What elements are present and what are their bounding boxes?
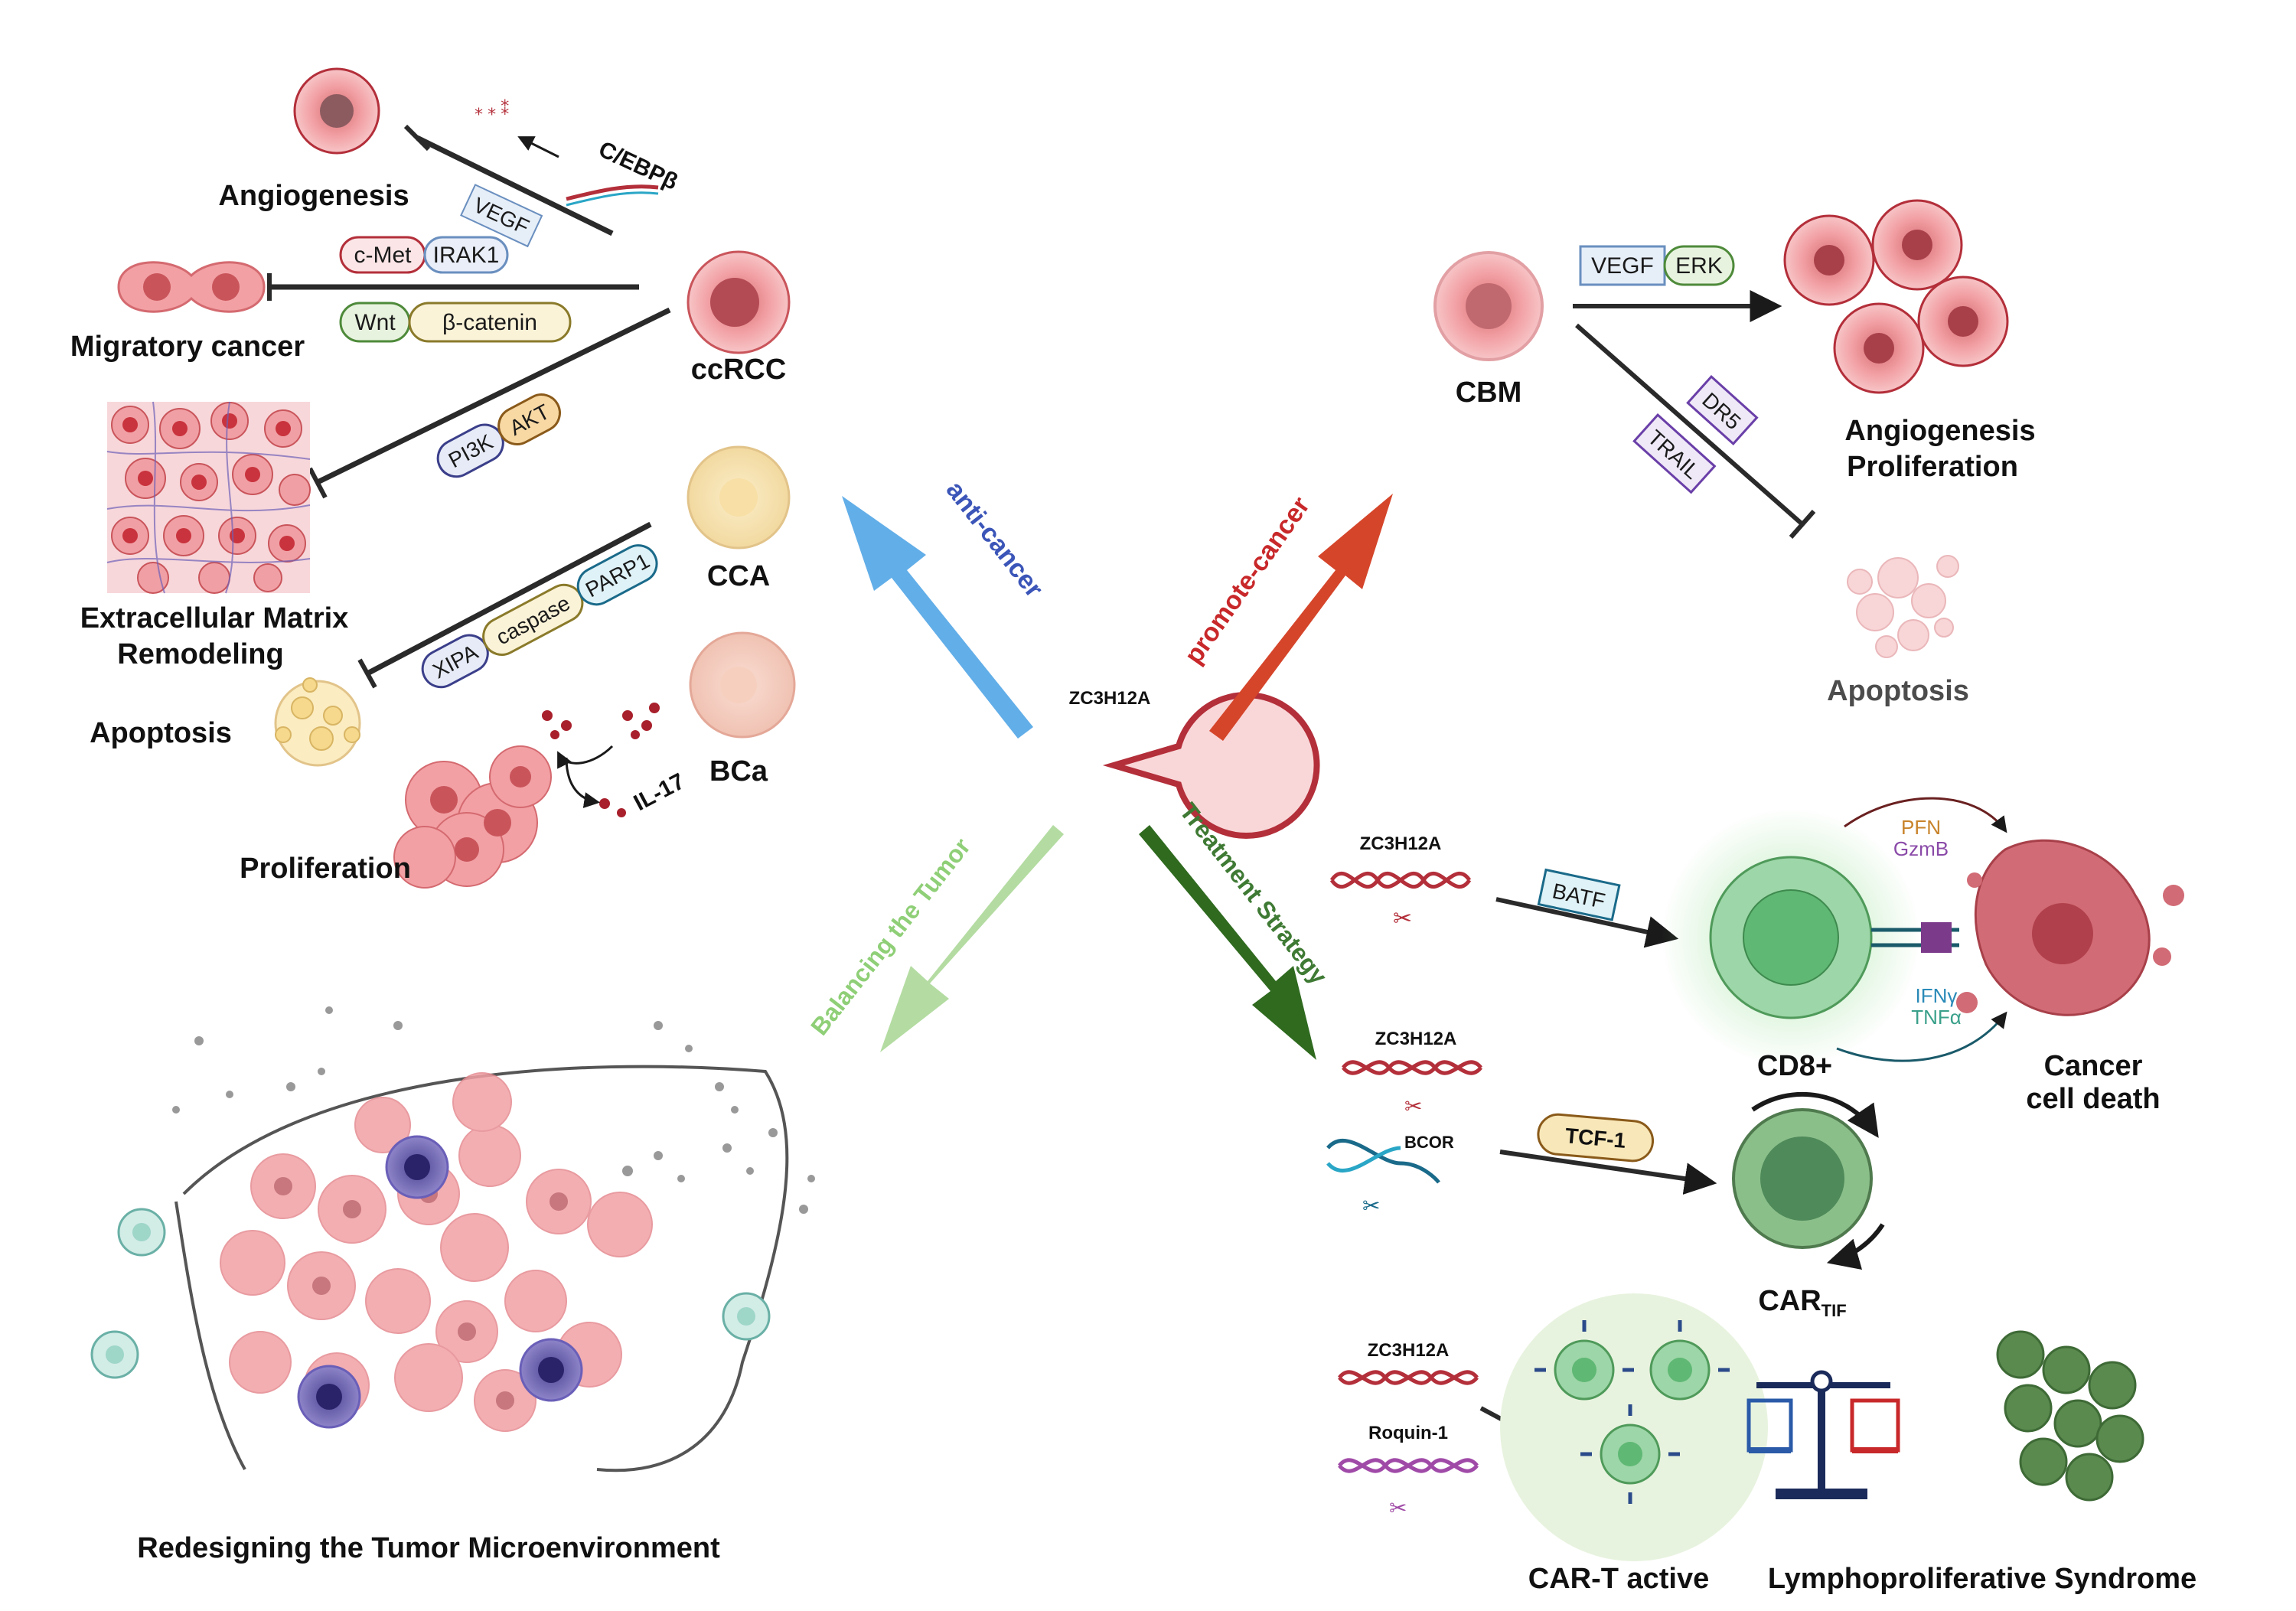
svg-text:VEGF: VEGF <box>1591 253 1654 279</box>
promote-prolif-label: Proliferation <box>1847 451 2018 483</box>
car-label: CARTIF <box>1758 1285 1846 1320</box>
scissors-icon: ✂ <box>1393 906 1412 931</box>
lymphoproliferative-cluster: Lymphoproliferative Syndrome <box>1768 1330 2197 1595</box>
ecm-label-2: Remodeling <box>117 638 283 670</box>
cd8-label: CD8+ <box>1757 1050 1832 1082</box>
bca-cell: BCa <box>689 631 796 788</box>
ccrcc-label: ccRCC <box>691 354 787 386</box>
death-label-2: cell death <box>2026 1083 2160 1115</box>
death-label-1: Cancer <box>2044 1050 2143 1082</box>
cart-active-group: CAR-T active <box>1500 1293 1768 1595</box>
batf-arrow <box>1495 897 1679 948</box>
apoptosis-cell-right: Apoptosis <box>1827 555 1969 707</box>
car-tif-cell: CARTIF <box>1732 1091 1885 1320</box>
wnt-bcatenin-pills: Wnt β-catenin <box>339 302 572 343</box>
pi3k-akt-pills: PI3K AKT <box>436 393 561 478</box>
center-label: ZC3H12A <box>1069 688 1151 709</box>
svg-text:ERK: ERK <box>1675 253 1723 279</box>
angio-prolif-cluster: Angiogenesis Proliferation <box>1783 199 2036 483</box>
scissors-icon: ✂ <box>1404 1094 1422 1118</box>
promote-apoptosis-label: Apoptosis <box>1827 675 1969 707</box>
il17-label: IL-17 <box>630 768 689 816</box>
svg-text:BCOR: BCOR <box>1404 1133 1454 1152</box>
cca-label: CCA <box>707 560 770 592</box>
svg-text:IRAK1: IRAK1 <box>433 243 500 268</box>
inhibit-lines <box>267 124 671 689</box>
cart-active-label: CAR-T active <box>1528 1563 1710 1595</box>
apoptosis-cell-left: Apoptosis <box>90 677 361 767</box>
anti-cancer-label: anti-cancer <box>941 476 1049 603</box>
ecm-tissue: Extracellular Matrix Remodeling <box>80 401 349 670</box>
gzmb-label: GzmB <box>1893 837 1949 860</box>
cd8-synapse <box>1871 922 1959 953</box>
ifng-label: IFNγ <box>1916 984 1958 1007</box>
svg-text:TCF-1: TCF-1 <box>1564 1123 1627 1153</box>
angiogenesis-label: Angiogenesis <box>218 180 409 212</box>
tcf1-pill: TCF-1 <box>1537 1113 1655 1163</box>
proliferation-left-label: Proliferation <box>240 853 411 885</box>
balance-scale-icon <box>1746 1370 1900 1499</box>
migratory-cell: Migratory cancer <box>70 261 305 363</box>
bca-label: BCa <box>709 755 768 788</box>
svg-text:Wnt: Wnt <box>354 310 396 335</box>
svg-text:c-Met: c-Met <box>354 243 413 268</box>
migratory-label: Migratory cancer <box>70 331 305 363</box>
il17-signal: IL-17 <box>542 703 689 817</box>
pfn-arrow <box>1844 797 2007 833</box>
scissors-icon: ✂ <box>1362 1194 1380 1218</box>
tcf1-arrow <box>1499 1150 1717 1195</box>
treatment-dna-1: ZC3H12A ✂ <box>1329 833 1472 931</box>
proliferation-cluster-left: Proliferation <box>240 745 552 889</box>
svg-text:β-catenin: β-catenin <box>442 310 537 335</box>
svg-text:ZC3H12A: ZC3H12A <box>1375 1029 1457 1049</box>
pacman-shape <box>1102 692 1320 839</box>
cca-cell: CCA <box>687 445 791 592</box>
vegf-erk-tags: VEGF ERK <box>1579 245 1735 286</box>
tme-scene: Redesigning the Tumor Microenvironment <box>90 1006 815 1564</box>
central-protein: ZC3H12A <box>1069 688 1320 839</box>
svg-text:Roquin-1: Roquin-1 <box>1368 1423 1448 1443</box>
cd8-cell: CD8+ <box>1661 807 1921 1082</box>
cebpb-dna-icon: C/EBPβ ⁎ ⁎ ⁑ <box>475 99 682 207</box>
cmet-irak1-pills: c-Met IRAK1 <box>339 236 509 274</box>
cancer-cell-death: Cancer cell death <box>1956 839 2184 1115</box>
svg-text:ZC3H12A: ZC3H12A <box>1368 1340 1450 1361</box>
apoptosis-left-label: Apoptosis <box>90 717 232 749</box>
treatment-dna-3: ZC3H12A Roquin-1 ✂ <box>1338 1340 1479 1520</box>
dr5-tag: DR5 <box>1686 375 1759 445</box>
tme-caption: Redesigning the Tumor Microenvironment <box>137 1532 720 1564</box>
svg-text:ZC3H12A: ZC3H12A <box>1360 833 1442 854</box>
tnfa-label: TNFα <box>1911 1006 1962 1029</box>
xipa-caspase-parp1-pills: XIPA caspase PARP1 <box>421 544 658 689</box>
cbm-to-apoptosis-inhibit <box>1575 323 1816 539</box>
arrow-anti-cancer: anti-cancer <box>842 476 1049 739</box>
cbm-cell: CBM <box>1433 251 1544 409</box>
treatment-dna-2: ZC3H12A ✂ BCOR ✂ <box>1326 1029 1482 1218</box>
ccrcc-cell: ccRCC <box>687 250 791 386</box>
cbm-label: CBM <box>1456 377 1522 409</box>
scissors-icon: ✂ <box>1389 1496 1407 1520</box>
angiogenesis-cell: Angiogenesis <box>218 67 409 212</box>
rna-fragment-icon: ⁎ ⁎ ⁑ <box>475 99 509 119</box>
promote-angio-label: Angiogenesis <box>1844 415 2035 447</box>
pfn-label: PFN <box>1901 816 1941 839</box>
ifng-arrow <box>1836 1011 2007 1062</box>
ecm-label-1: Extracellular Matrix <box>80 602 349 634</box>
batf-tag: BATF <box>1537 868 1621 921</box>
balancing-label: Balancing the Tumor <box>805 833 976 1040</box>
arrow-balancing: Balancing the Tumor <box>805 825 1064 1052</box>
lympho-label: Lymphoproliferative Syndrome <box>1768 1563 2197 1595</box>
trail-tag: TRAIL <box>1632 413 1717 494</box>
